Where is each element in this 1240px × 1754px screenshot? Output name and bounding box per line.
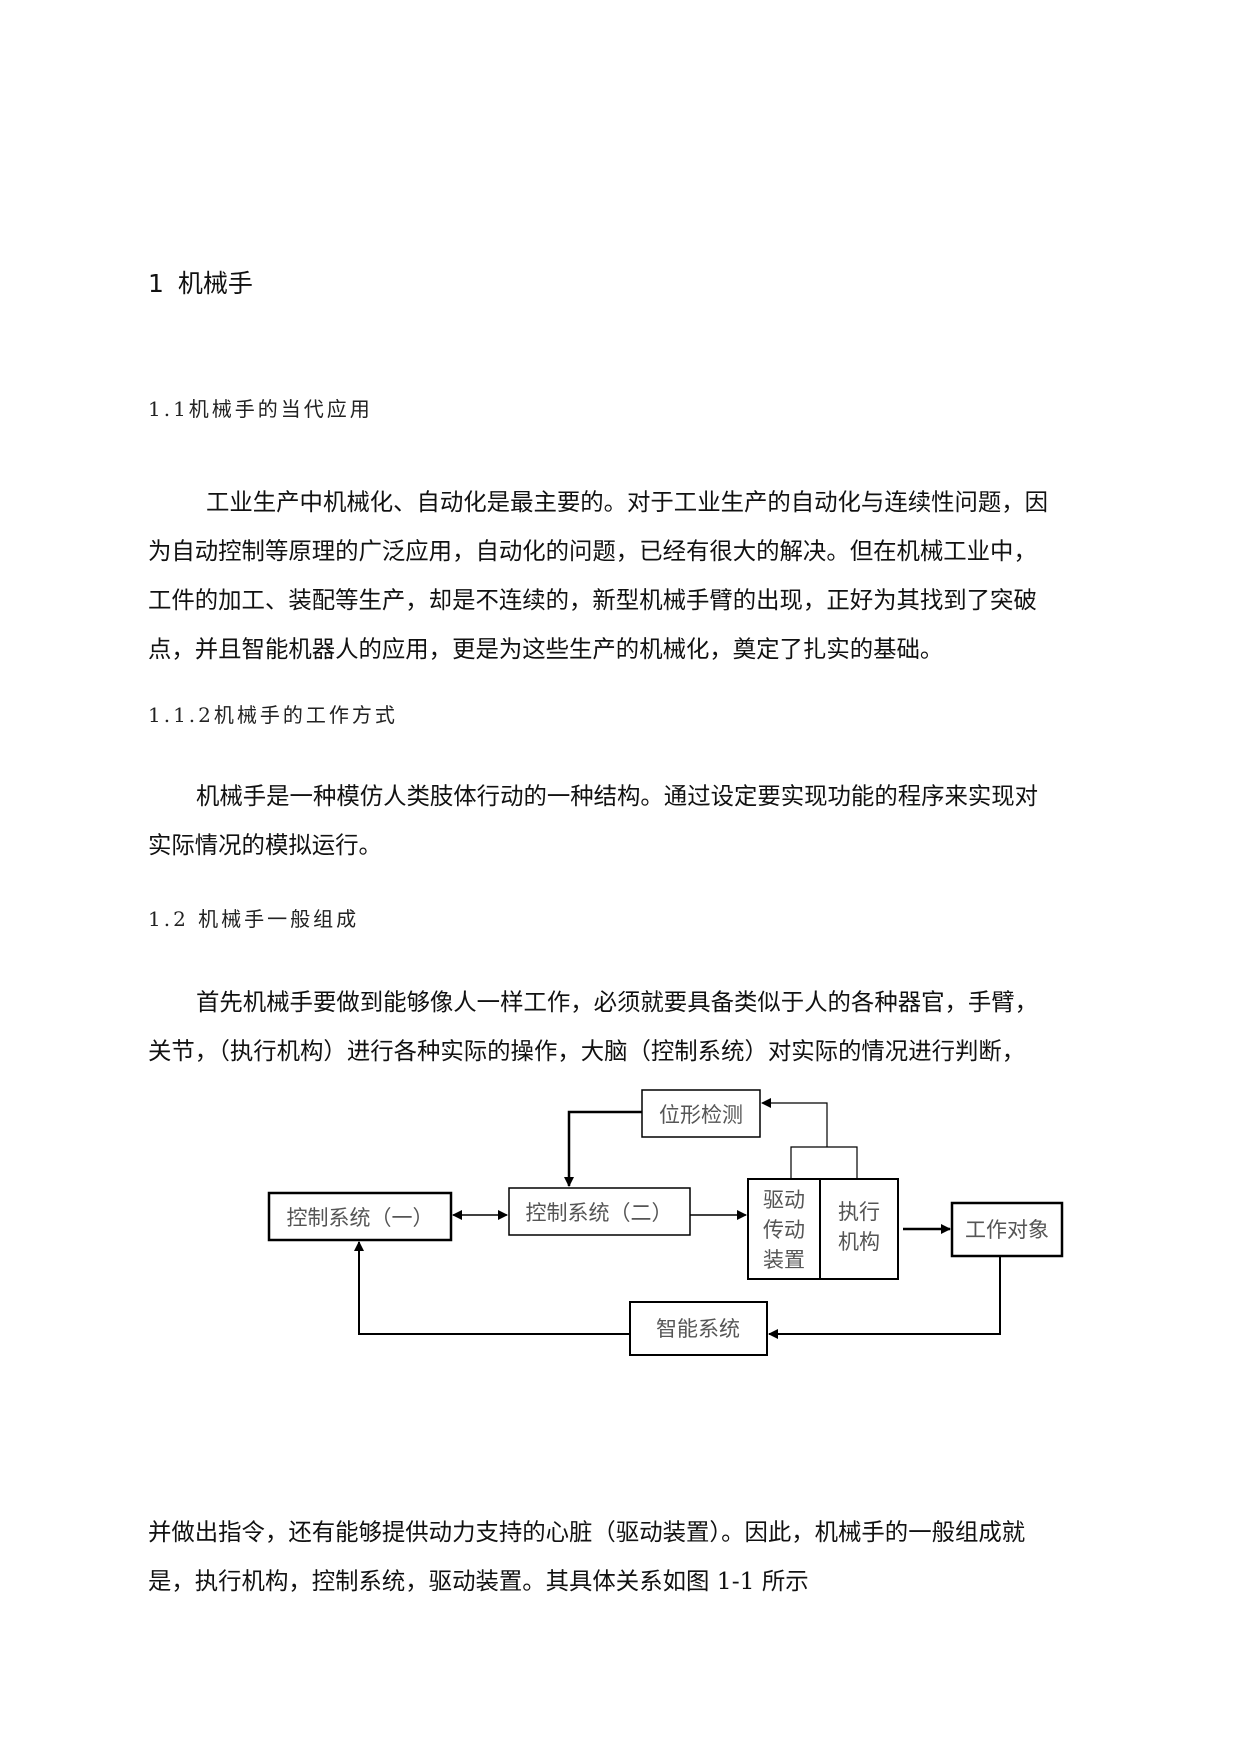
drive-label-line-1: 驱动 [763,1188,805,1212]
chapter-title-text: 机械手 [177,269,253,298]
section-1-1-2-paragraph: 机械手是一种模仿人类肢体行动的一种结构。通过设定要实现功能的程序来实现对 实际情… [148,772,1120,870]
drive-actuator-box: 驱动 传动 装置 执行 机构 [747,1178,899,1280]
paragraph-line: 并做出指令，还有能够提供动力支持的心脏（驱动装置）。因此，机械手的一般组成就 [148,1518,1026,1546]
paragraph-line: 为自动控制等原理的广泛应用，自动化的问题，已经有很大的解决。但在机械工业中， [148,537,1037,565]
control-system-1-label: 控制系统（一） [287,1206,434,1230]
section-heading-1-1: 1.1机械手的当代应用 [148,397,373,421]
control-system-2-box: 控制系统（二） [508,1187,691,1236]
intelligent-system-label: 智能系统 [656,1317,740,1341]
section-1-1-paragraph: 工业生产中机械化、自动化是最主要的。对于工业生产的自动化与连续性问题，因 为自动… [148,478,1120,674]
paragraph-line: 机械手是一种模仿人类肢体行动的一种结构。通过设定要实现功能的程序来实现对 [196,782,1039,810]
control-system-2-label: 控制系统（二） [526,1201,673,1225]
paragraph-line: 关节，（执行机构）进行各种实际的操作，大脑（控制系统）对实际的情况进行判断， [148,1037,1026,1065]
arrow-to-control-system-1 [354,1241,630,1335]
section-1-2-paragraph: 首先机械手要做到能够像人一样工作，必须就要具备类似于人的各种器官，手臂， 关节，… [148,978,1120,1076]
feedback-bracket [790,1146,858,1179]
position-detect-label: 位形检测 [659,1103,743,1127]
closing-paragraph: 并做出指令，还有能够提供动力支持的心脏（驱动装置）。因此，机械手的一般组成就 是… [148,1508,1120,1606]
chapter-title: 1 机械手 [148,264,253,300]
work-object-box: 工作对象 [950,1201,1064,1258]
arrow-to-intelligent-system [768,1256,1001,1339]
intelligent-system-box: 智能系统 [629,1301,768,1356]
section-heading-1-1-2: 1.1.2机械手的工作方式 [148,703,398,727]
control-system-1-box: 控制系统（一） [267,1191,453,1242]
paragraph-line: 工件的加工、装配等生产，却是不连续的，新型机械手臂的出现，正好为其找到了突破 [148,586,1037,614]
actuator-label-line-1: 执行 [838,1200,880,1224]
section-heading-1-2: 1.2 机械手一般组成 [148,907,360,931]
drive-label-line-3: 装置 [763,1248,805,1272]
chapter-number: 1 [148,269,164,298]
paragraph-line: 首先机械手要做到能够像人一样工作，必须就要具备类似于人的各种器官，手臂， [196,988,1039,1016]
actuator-label-line-2: 机构 [838,1230,880,1254]
drive-label-line-2: 传动 [763,1218,805,1242]
paragraph-line: 点，并且智能机器人的应用，更是为这些生产的机械化，奠定了扎实的基础。 [148,635,944,663]
arrow-detect-to-control-2 [564,1110,642,1187]
paragraph-line: 工业生产中机械化、自动化是最主要的。对于工业生产的自动化与连续性问题，因 [206,488,1049,516]
paragraph-line: 是，执行机构，控制系统，驱动装置。其具体关系如图 1-1 所示 [148,1567,809,1595]
paragraph-line: 实际情况的模拟运行。 [148,831,382,859]
arrow-to-position-detect [761,1098,828,1147]
position-detect-box: 位形检测 [641,1089,761,1138]
work-object-label: 工作对象 [965,1218,1049,1242]
